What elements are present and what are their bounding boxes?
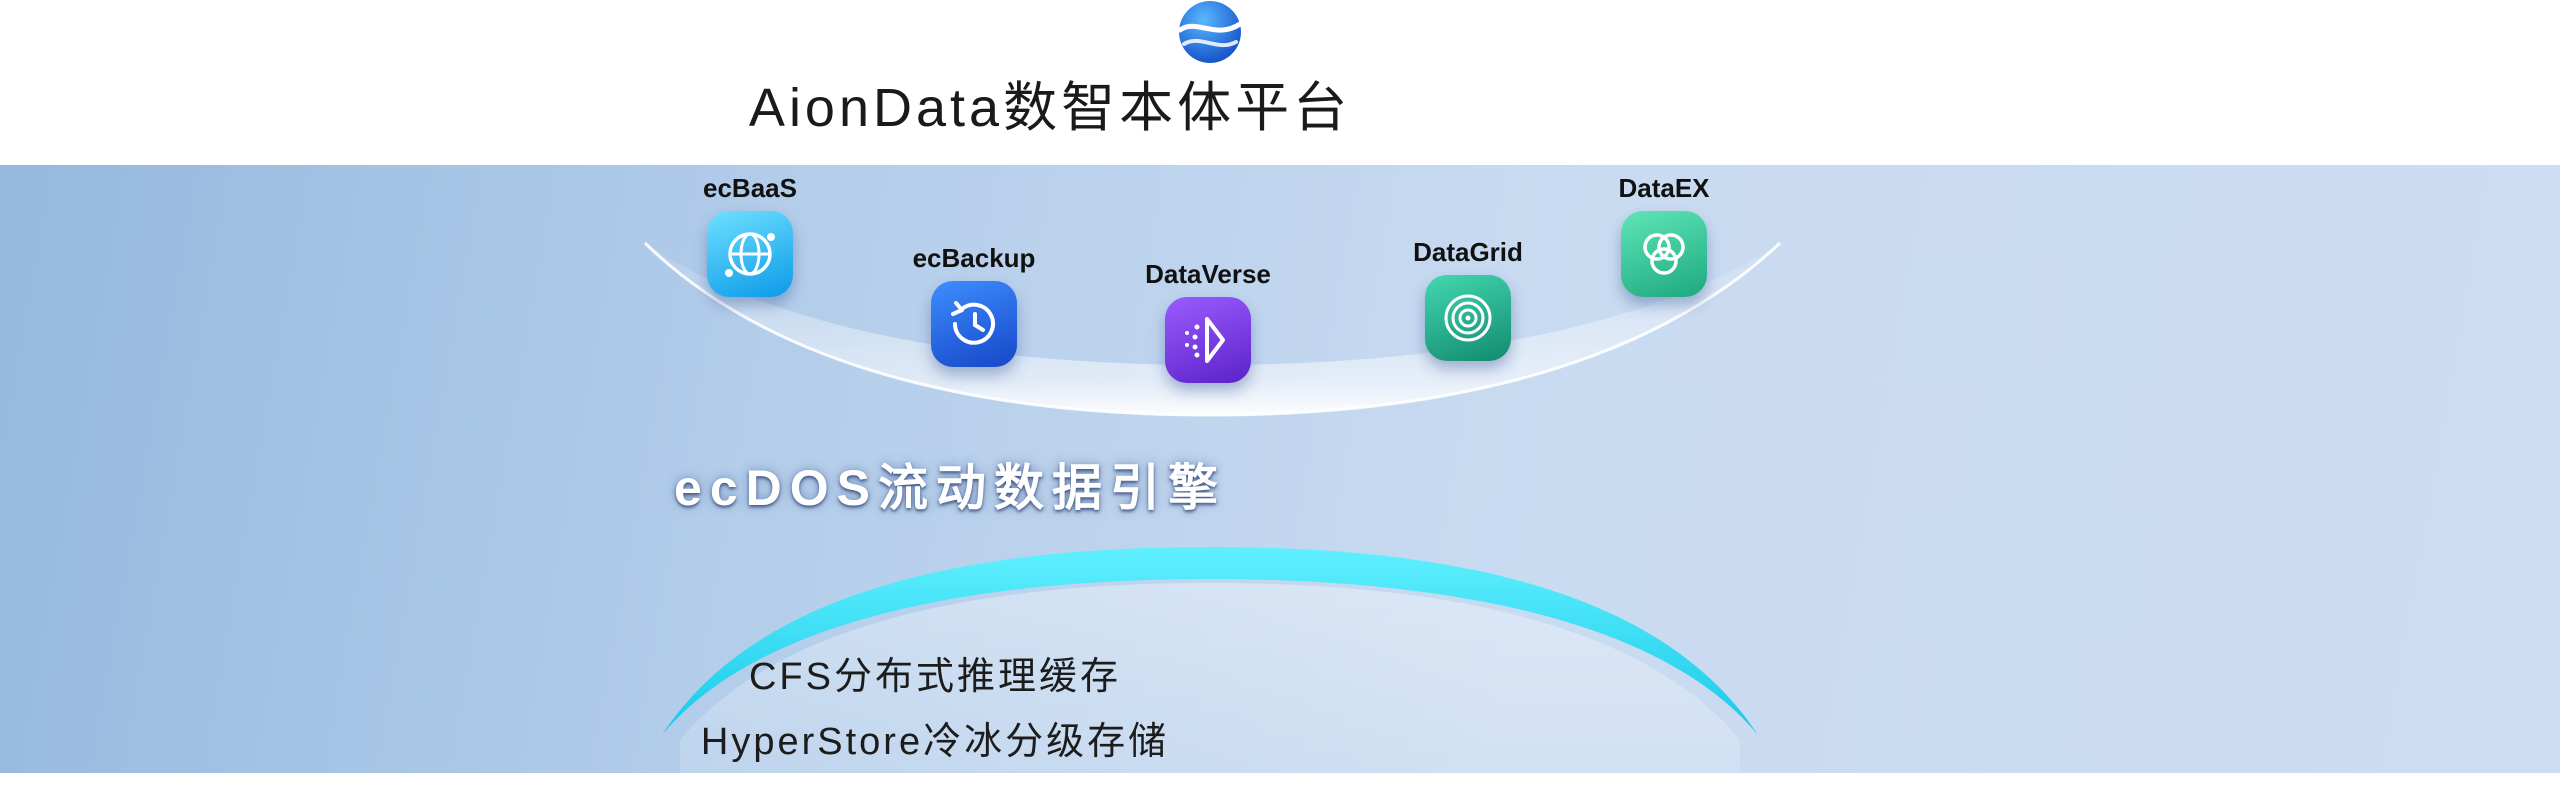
product-label: DataGrid: [1413, 237, 1523, 267]
product-ecbaas[interactable]: ecBaaS: [650, 173, 850, 297]
storage-item-hyperstore: HyperStore冷冰分级存储: [700, 721, 1170, 763]
backup-clock-icon: [931, 281, 1017, 367]
architecture-panel: ecBaaS ecBackup DataVerse: [0, 165, 2560, 773]
product-label: DataVerse: [1145, 259, 1271, 289]
globe-logo-icon: [1176, 0, 1244, 64]
product-bowl: [643, 241, 1782, 417]
concentric-rings-icon: [1425, 275, 1511, 361]
exchange-circles-icon: [1621, 211, 1707, 297]
product-dataverse[interactable]: DataVerse: [1108, 259, 1308, 383]
globe-network-icon: [707, 211, 793, 297]
product-dataex[interactable]: DataEX: [1564, 173, 1764, 297]
footer-strip: [0, 773, 2560, 806]
page-title: AionData数智本体平台: [748, 78, 1352, 138]
product-label: ecBaaS: [703, 173, 797, 203]
product-datagrid[interactable]: DataGrid: [1368, 237, 1568, 361]
product-label: DataEX: [1618, 173, 1710, 203]
dataverse-icon: [1165, 297, 1251, 383]
product-label: ecBackup: [912, 243, 1036, 273]
product-ecbackup[interactable]: ecBackup: [874, 243, 1074, 367]
storage-item-cfs: CFS分布式推理缓存: [748, 656, 1121, 698]
engine-title: ecDOS流动数据引擎: [674, 460, 1226, 516]
storage-arc: [662, 547, 1758, 773]
